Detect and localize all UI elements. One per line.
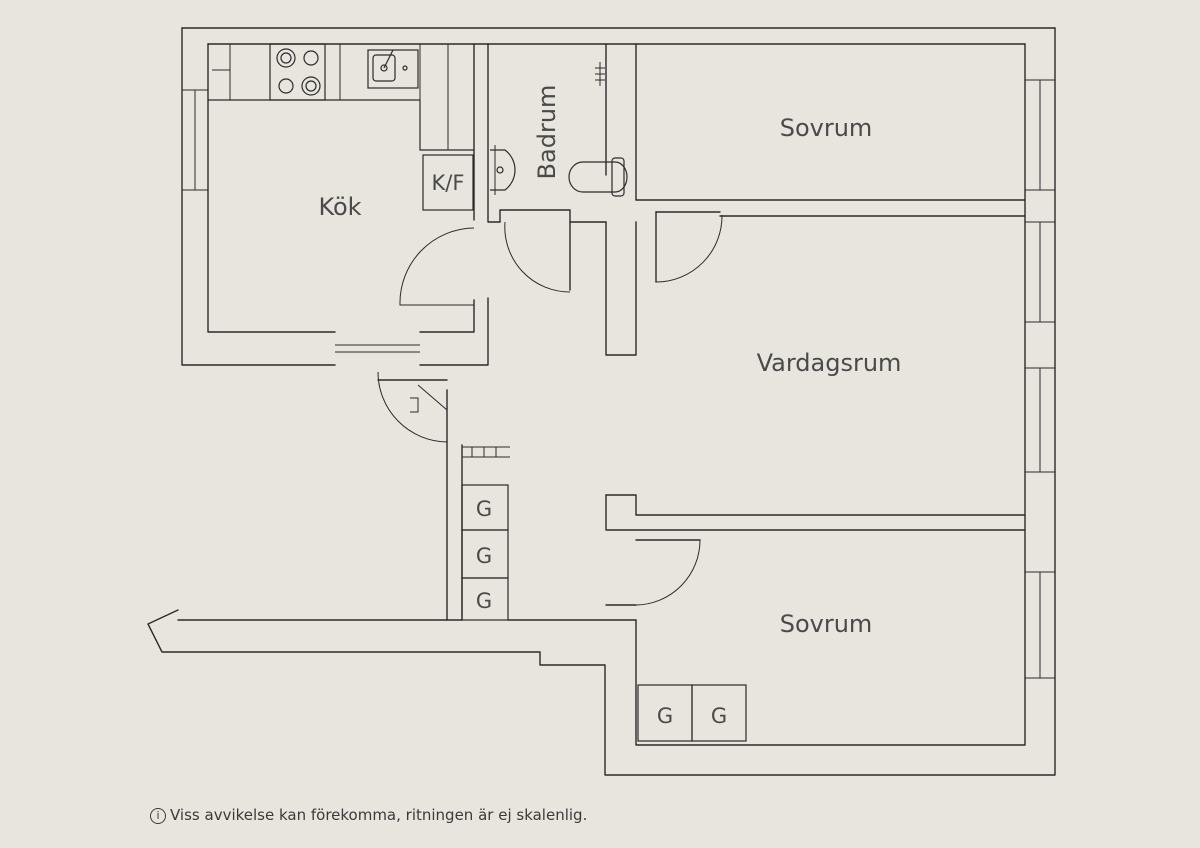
washbasin-icon [490,145,516,195]
room-label-bedroom-bottom: Sovrum [780,610,873,638]
kitchen-sink-icon [367,49,419,89]
toilet-icon [568,157,628,197]
door-swings [377,214,723,606]
room-label-kitchen: Kök [318,193,361,221]
kitchen-counter: K/F [208,43,474,211]
room-label-living-room: Vardagsrum [757,349,902,377]
shower-icon [595,62,605,86]
wardrobe-label: G [476,544,492,568]
info-icon: i [150,808,166,824]
room-label-bedroom-top: Sovrum [780,114,873,142]
stove-icon [269,43,326,101]
wardrobe-label: G [711,704,727,728]
wardrobes [461,484,747,742]
room-label-bathroom: Badrum [533,85,561,180]
disclaimer-text: Viss avvikelse kan förekomma, ritningen … [170,806,588,824]
bathroom-fixtures [490,62,628,197]
wardrobe-label: G [476,589,492,613]
fridge-freezer-label: K/F [432,171,465,195]
fridge-freezer [422,154,474,211]
wardrobe-label: G [657,704,673,728]
interior-walls [335,43,1026,621]
outer-walls [147,27,1056,776]
wardrobe-label: G [476,497,492,521]
